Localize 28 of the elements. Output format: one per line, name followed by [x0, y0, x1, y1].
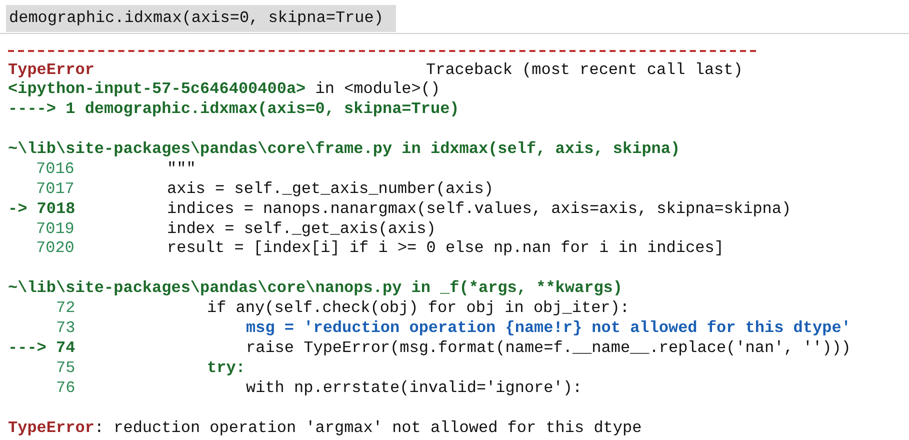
- code-line: result = [index[i] if i >= 0 else np.nan for i in indices]: [167, 238, 724, 258]
- code-line: with np.errstate(invalid='ignore'):: [246, 378, 582, 398]
- code-line: raise TypeError(msg.format(name=f.__name__.replace('nan', ''))): [246, 338, 851, 358]
- code-line: ----> 1 demographic.idxmax(axis=0, skipna=True): [8, 99, 460, 119]
- error-message: TypeError: reduction operation 'argmax' not allowed for this dtype: [8, 418, 642, 438]
- error-type: TypeError: [8, 60, 94, 80]
- file-path: ~\lib\site-packages\pandas\core\frame.py in idxmax(self, axis, skipna): [8, 139, 680, 159]
- code-line: index = self._get_axis(axis): [167, 219, 436, 239]
- file-path: ~\lib\site-packages\pandas\core\nanops.py in _f(*args, **kwargs): [8, 278, 622, 298]
- line-number: 7019: [36, 219, 74, 239]
- line-number: 72: [56, 298, 76, 318]
- code-line: """: [167, 159, 196, 179]
- line-number: 76: [56, 378, 76, 398]
- code-line: if any(self.check(obj) for obj in obj_iter):: [207, 298, 630, 318]
- line-number: -> 7018: [8, 199, 76, 219]
- code-line: indices = nanops.nanargmax(self.values, axis=axis, skipna=skipna): [167, 199, 792, 219]
- code-line: axis = self._get_axis_number(axis): [167, 179, 494, 199]
- line-number: 7020: [36, 238, 74, 258]
- code-line: msg = 'reduction operation {name!r} not allowed for this dtype': [246, 318, 851, 338]
- code-line: demographic.idxmax(axis=0, skipna=True): [9, 8, 384, 28]
- line-number: 7017: [36, 179, 74, 199]
- line-number: ---> 74: [8, 338, 76, 358]
- line-number: 75: [56, 358, 76, 378]
- traceback-heading: Traceback (most recent call last): [426, 60, 743, 80]
- code-line: try:: [207, 358, 246, 378]
- line-number: 7016: [36, 159, 74, 179]
- file-reference: <ipython-input-57-5c646400400a> in <module>(): [8, 79, 440, 99]
- line-number: 73: [56, 318, 76, 338]
